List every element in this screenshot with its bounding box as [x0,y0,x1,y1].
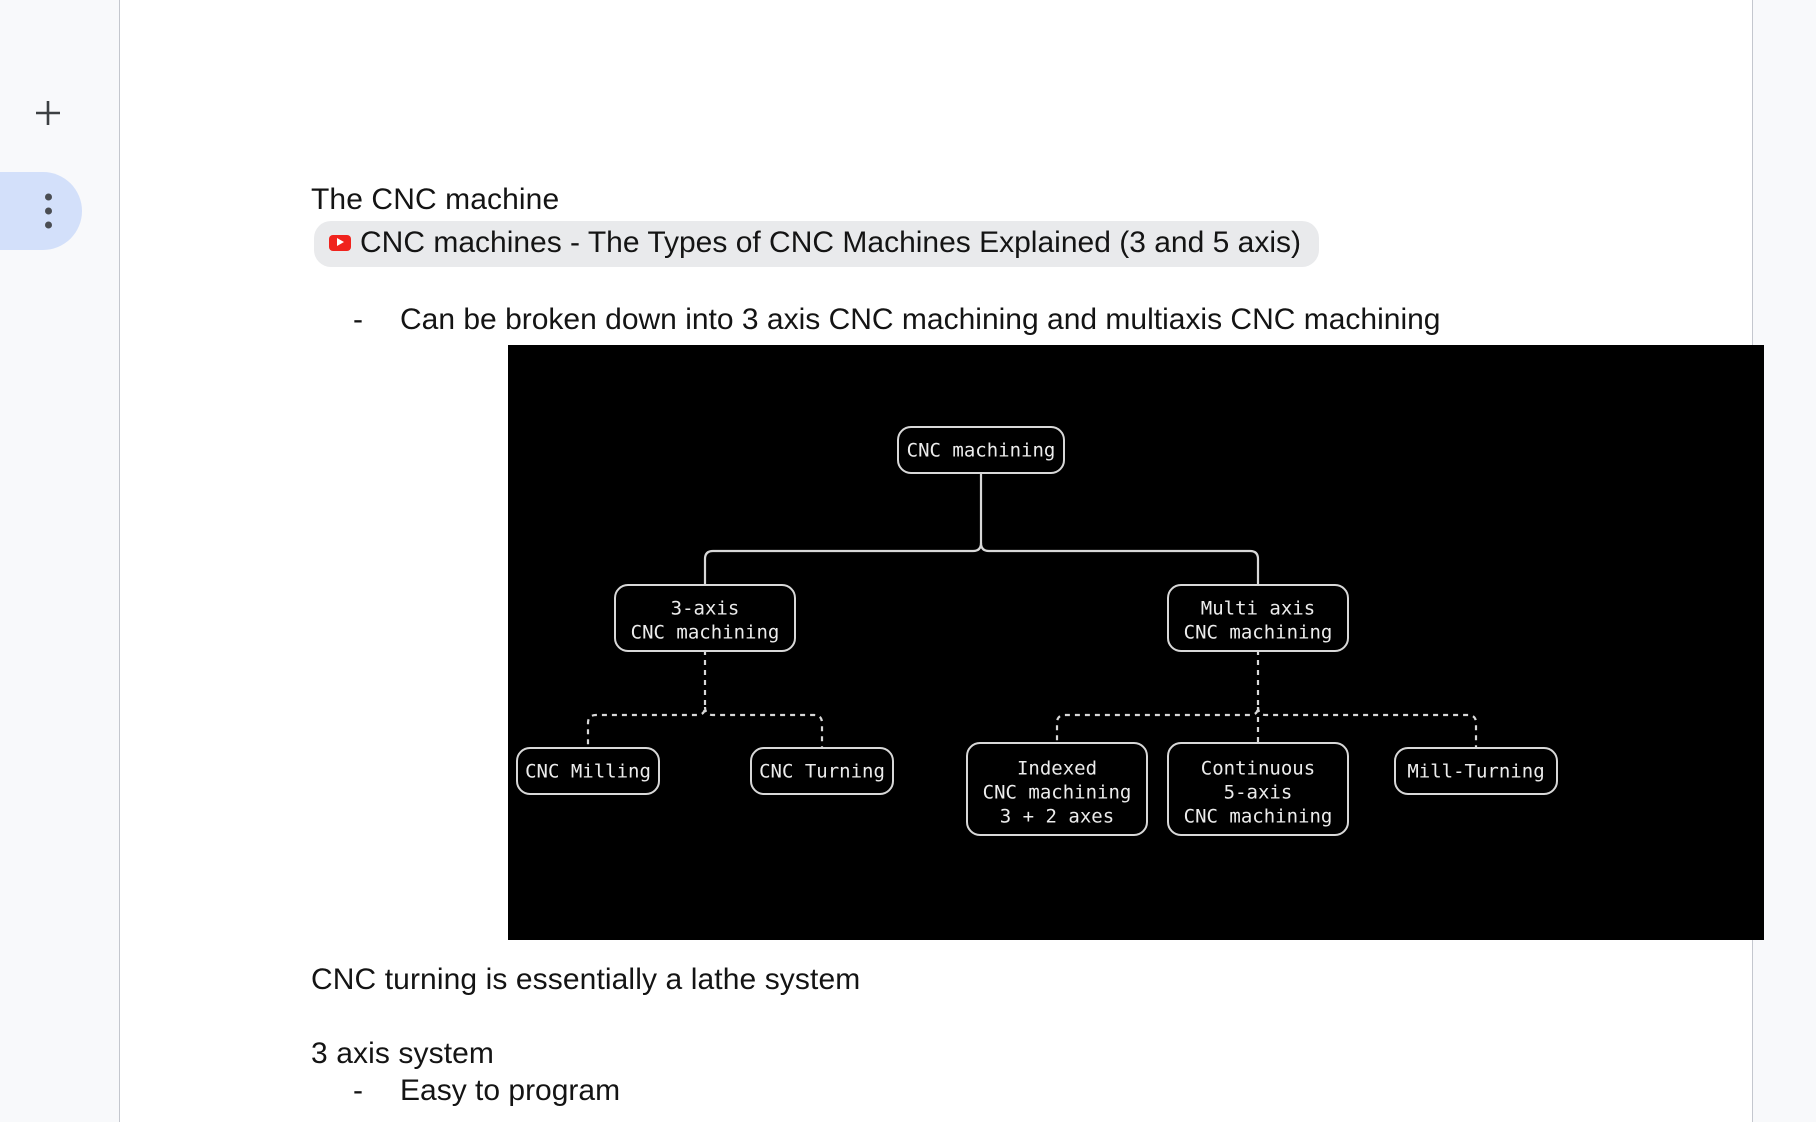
list-item: - Easy to program [353,1071,620,1110]
youtube-link-chip[interactable]: CNC machines - The Types of CNC Machines… [314,221,1319,267]
svg-text:3-axis: 3-axis [671,598,740,620]
youtube-icon [329,234,351,251]
edge-root-split [703,471,983,587]
node-mill-turning: Mill-Turning [1394,747,1558,795]
svg-text:Mill-Turning: Mill-Turning [1407,761,1544,783]
edge-root-to-multi [979,541,1260,587]
svg-text:CNC machining: CNC machining [907,440,1056,462]
edge-multiaxis-split-left [1055,650,1260,743]
svg-text:CNC Milling: CNC Milling [525,761,651,783]
node-continuous: Continuous 5-axis CNC machining [1167,742,1349,836]
node-multi-axis: Multi axis CNC machining [1167,584,1349,652]
svg-text:3 + 2 axes: 3 + 2 axes [1000,806,1114,828]
left-sidebar [0,0,120,1122]
edge-threeaxis-split [586,650,707,748]
document-canvas[interactable]: The CNC machine CNC machines - The Types… [121,0,1764,1122]
edge-threeaxis-to-turning [703,706,824,748]
sidebar-menu-pill[interactable] [0,172,82,250]
youtube-link-label: CNC machines - The Types of CNC Machines… [360,226,1301,259]
svg-text:CNC machining: CNC machining [983,782,1132,804]
svg-text:Continuous: Continuous [1201,758,1315,780]
node-three-axis: 3-axis CNC machining [614,584,796,652]
svg-text:5-axis: 5-axis [1224,782,1293,804]
bullet-marker: - [353,303,363,336]
svg-text:CNC machining: CNC machining [1184,806,1333,828]
node-root: CNC machining [897,426,1065,474]
svg-text:CNC machining: CNC machining [1184,622,1333,644]
node-cnc-milling: CNC Milling [516,747,660,795]
svg-text:CNC Turning: CNC Turning [759,761,885,783]
bullet-text: Can be broken down into 3 axis CNC machi… [400,303,1441,336]
plus-icon [33,98,63,128]
add-button[interactable] [0,88,96,138]
cnc-classification-diagram: CNC machining 3-axis CNC machining Multi… [508,345,1764,940]
node-indexed: Indexed CNC machining 3 + 2 axes [966,742,1148,836]
page-title: The CNC machine [311,183,560,216]
edge-multiaxis-split-right [1256,706,1478,748]
bullet-text: Easy to program [400,1074,621,1107]
section-heading-3-axis-system: 3 axis system [311,1037,495,1070]
svg-text:Indexed: Indexed [1017,758,1097,780]
paragraph-lathe: CNC turning is essentially a lathe syste… [311,963,861,996]
svg-text:CNC machining: CNC machining [631,622,780,644]
bullet-marker: - [353,1074,363,1107]
node-cnc-turning: CNC Turning [750,747,894,795]
list-item: - Can be broken down into 3 axis CNC mac… [353,300,1441,339]
svg-text:Multi axis: Multi axis [1201,598,1315,620]
more-vertical-icon [45,193,52,229]
